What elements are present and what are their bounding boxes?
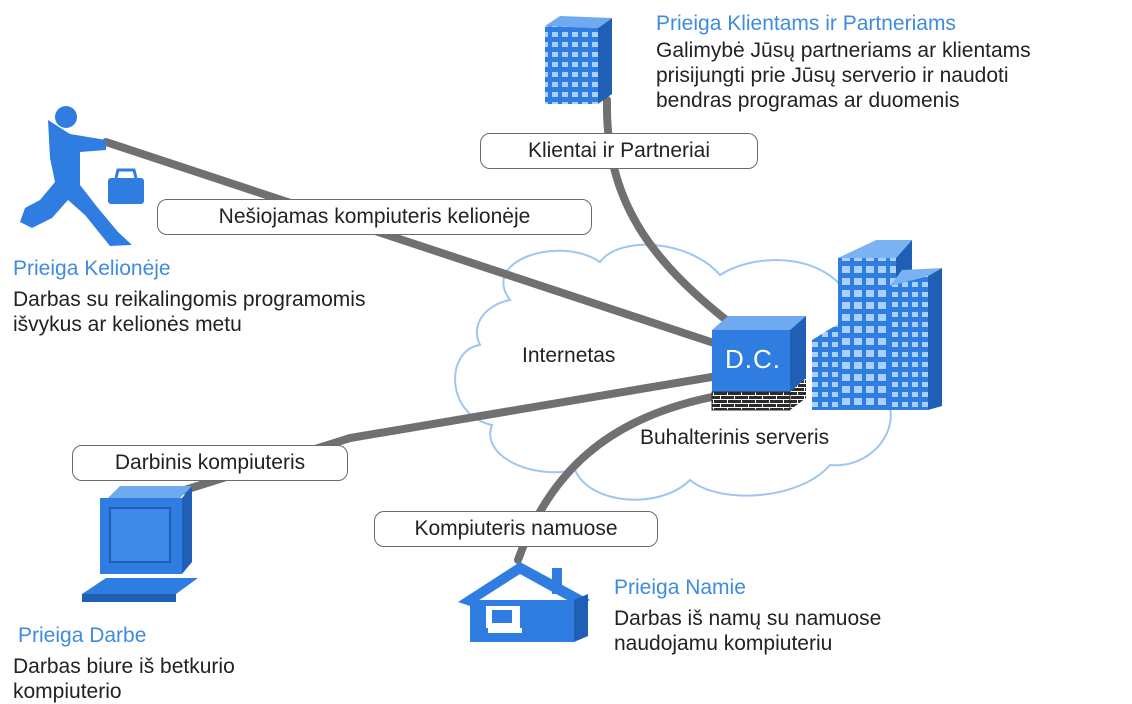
internet-cloud-icon [454,243,894,501]
desktop-computer-icon [82,486,198,602]
server-label: Buhalterinis serveris [640,426,830,449]
work-description: Darbas biure iš betkurio kompiuterio [13,655,235,703]
home-link-label: Kompiuteris namuose [374,511,658,547]
travel-link-label: Nešiojamas kompiuteris kelionėje [157,199,592,235]
clients-description: Galimybė Jūsų partneriams ar klientams p… [656,39,1031,112]
home-title: Prieiga Namie [614,576,746,599]
home-computer-icon [458,562,590,642]
clients-title: Prieiga Klientams ir Partneriams [656,12,956,35]
office-building-icon [545,16,612,104]
home-description: Darbas iš namų su namuose naudojamu komp… [614,607,882,655]
travel-title: Prieiga Kelionėje [13,257,171,280]
link-line-travel [102,138,724,349]
firewall-icon [711,378,806,411]
work-title: Prieiga Darbe [18,624,147,647]
dc-server-icon [712,316,806,392]
travel-description: Darbas su reikalingomis programomis išvy… [13,288,366,336]
internet-label: Internetas [522,344,616,367]
dc-label: D.C. [725,344,781,374]
server-towers-icon [812,240,942,410]
clients-link-label: Klientai ir Partneriai [480,133,758,169]
work-link-label: Darbinis kompiuteris [72,445,348,481]
traveler-icon [20,106,144,246]
